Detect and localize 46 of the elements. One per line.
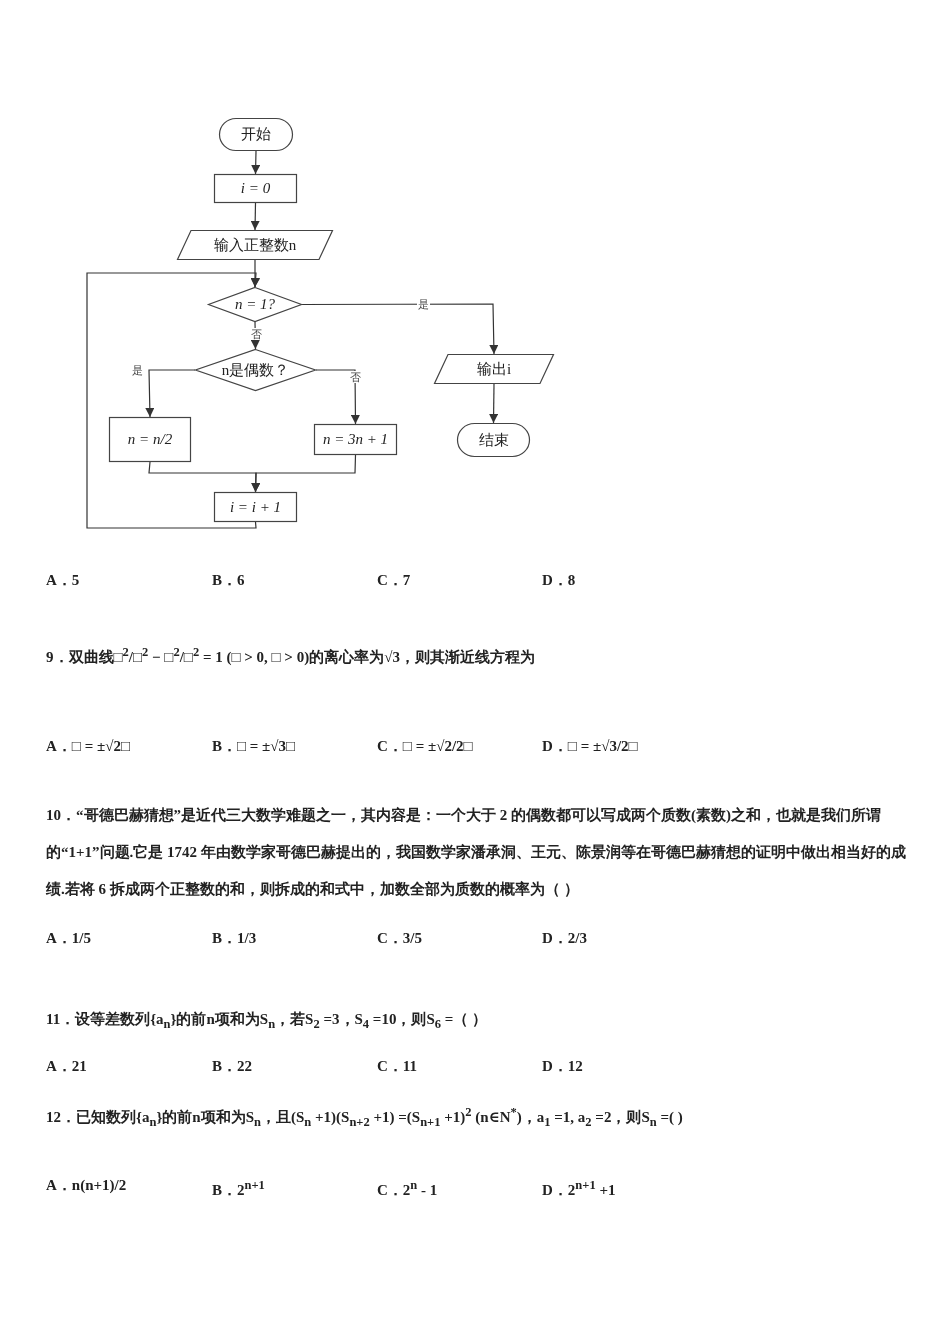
answer-option: A．1/5 <box>46 920 206 957</box>
arrow <box>315 369 360 425</box>
start-terminal: 开始 <box>219 118 293 151</box>
answer-option: C．2$^{n}$ - 1 <box>377 1167 537 1209</box>
arrow <box>251 454 357 493</box>
answer-option: C．7 <box>377 562 537 599</box>
answer-option: B．1/3 <box>212 920 372 957</box>
process-box: i = 0 <box>214 174 297 203</box>
arrow <box>86 272 261 529</box>
edge-label: 否 <box>249 328 263 340</box>
answer-option: D．2$^{n+1}$ +1 <box>542 1167 702 1209</box>
input-parallelogram: 输入正整数n <box>177 230 333 260</box>
answer-option: C．□ = ±√2/2□ <box>377 728 537 765</box>
answer-option: B．22 <box>212 1048 372 1085</box>
process-box: n = n/2 <box>109 417 191 462</box>
question-text: 9．双曲线□$^{2}$/□$^{2}$ − □$^{2}$/□$^{2}$ = 1 (□ > 0, □ > 0)的离心率为√3，则其渐近线方程为 <box>46 644 536 667</box>
arrow <box>301 303 499 355</box>
output-parallelogram: 输出i <box>434 354 554 384</box>
answer-option: B．6 <box>212 562 372 599</box>
answer-option: B．2$^{n+1}$ <box>212 1167 372 1209</box>
edge-label: 是 <box>131 364 144 376</box>
edge-label: 否 <box>348 371 362 383</box>
question-text: 10．“哥德巴赫猜想”是近代三大数学难题之一，其内容是：一个大于 2 的偶数都可以写成两个质数(素数)之和，也就是我们所谓的“1+1”问题.它是 1742 年由数学家哥德巴赫提出的，我国数学家潘承洞、王元、陈景润等在哥德巴赫猜想的证明中做出相当好的成绩.若将 6 拆成两个正整数的和，则拆成的和式中，加数全部为质数的概率为（ ） <box>46 806 907 899</box>
answer-option: D．12 <box>542 1048 702 1085</box>
process-box: i = i + 1 <box>214 492 297 522</box>
arrow <box>145 369 196 418</box>
arrow <box>251 150 261 175</box>
answer-option: D．□ = ±√3/2□ <box>542 728 702 765</box>
answer-option: A．21 <box>46 1048 206 1085</box>
end-terminal: 结束 <box>457 423 530 457</box>
answer-option: A．5 <box>46 562 206 599</box>
answer-option: D．8 <box>542 562 702 599</box>
edge-label: 是 <box>416 298 430 310</box>
answer-option: B．□ = ±√3□ <box>212 728 372 765</box>
answer-option: A．□ = ±√2□ <box>46 728 206 765</box>
decision-diamond: n = 1? <box>208 287 302 322</box>
answer-option: A．n(n+1)/2 <box>46 1167 206 1204</box>
process-box: n = 3n + 1 <box>314 424 397 455</box>
answer-option: D．2/3 <box>542 920 702 957</box>
answer-option: C．11 <box>377 1048 537 1085</box>
question-text: 12．已知数列{a$_{n}$}的前n项和为S$_{n}$，且(S$_{n}$ +1)(S$_{n+2}$ +1) =(S$_{n+1}$ +1)$^{2}$ (n∈N$^{*}$)，a$_{1}$ =1, a$_{2}$ =2，则S$_{n}$ =( ) <box>46 1104 684 1131</box>
answer-option: C．3/5 <box>377 920 537 957</box>
arrow <box>489 383 499 424</box>
arrow <box>250 202 260 231</box>
question-text: 11．设等差数列{a$_{n}$}的前n项和为S$_{n}$，若S$_{2}$ =3，S$_{4}$ =10，则S$_{6}$ =（ ） <box>46 1010 489 1033</box>
decision-diamond: n是偶数？ <box>195 349 316 391</box>
